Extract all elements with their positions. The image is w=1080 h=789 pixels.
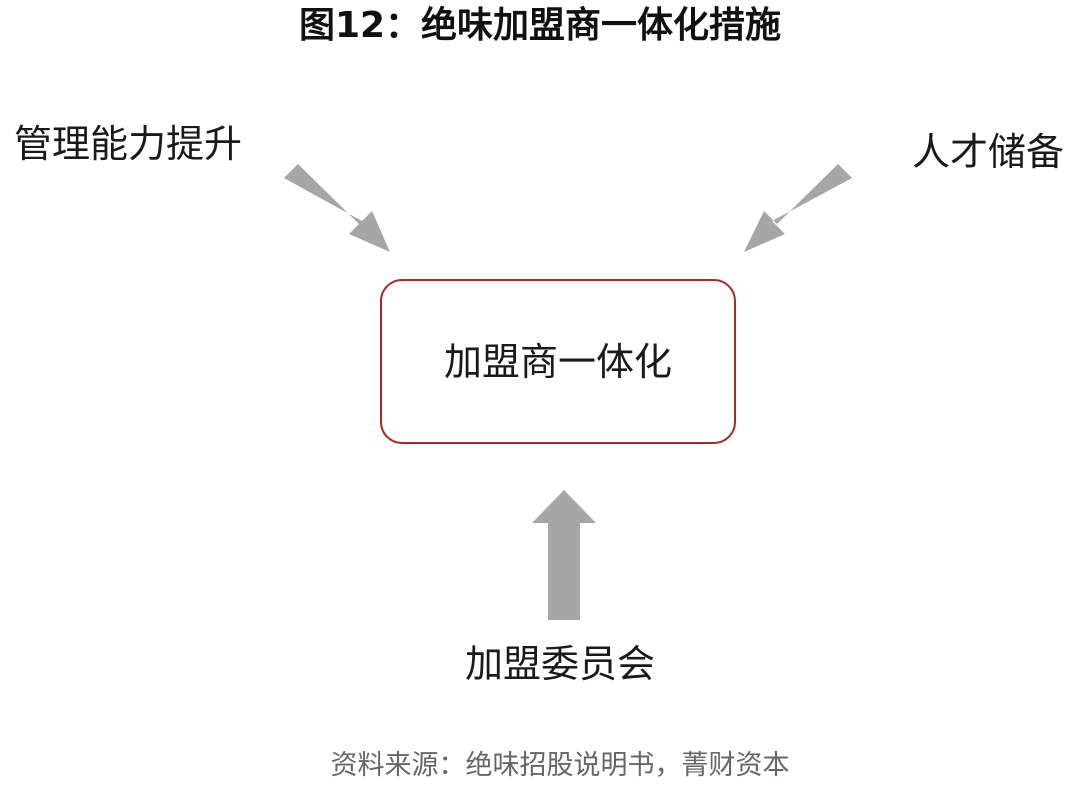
node-franchise-committee: 加盟委员会 — [464, 642, 655, 686]
source-note: 资料来源：绝味招股说明书，菁财资本 — [330, 750, 790, 781]
center-node-box: 加盟商一体化 — [380, 279, 736, 444]
arrow-from-right — [744, 164, 852, 252]
arrow-from-bottom — [532, 490, 596, 620]
node-management-ability: 管理能力提升 — [14, 122, 243, 166]
node-franchisee-integration: 加盟商一体化 — [443, 339, 672, 384]
node-talent-reserve: 人才储备 — [911, 130, 1064, 174]
arrow-from-left — [284, 164, 390, 252]
page-title: 图12：绝味加盟商一体化措施 — [298, 5, 782, 46]
